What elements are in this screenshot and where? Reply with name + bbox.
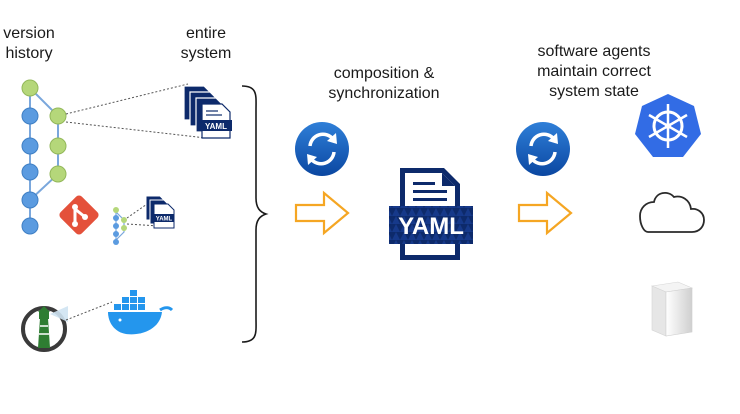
small-version-graph — [113, 201, 161, 245]
yaml-document-text: YAML — [398, 213, 464, 240]
agents-label: software agents maintain correct system … — [537, 43, 651, 100]
yaml-document-icon: YAML — [389, 168, 473, 260]
git-icon — [59, 195, 99, 235]
server-icon — [650, 281, 694, 337]
cloud-icon — [639, 191, 705, 233]
stack-yaml-text: YAML — [205, 122, 227, 131]
sync-icon — [295, 122, 349, 176]
composition-label: composition & synchronization — [328, 65, 440, 102]
grouping-brace — [241, 85, 269, 343]
lighthouse-icon — [21, 306, 68, 352]
flow-arrow-icon — [294, 190, 350, 236]
yaml-files-stack-icon: YAML — [183, 85, 232, 139]
version-history-label: version history — [3, 25, 55, 62]
docker-icon — [108, 290, 174, 335]
flow-arrow-icon-2 — [517, 190, 573, 236]
kubernetes-icon — [635, 94, 701, 157]
small-yaml-text: YAML — [156, 217, 173, 223]
entire-system-label: entire system — [180, 25, 232, 62]
sync-icon-2 — [516, 122, 570, 176]
version-history-graph — [21, 79, 67, 235]
small-yaml-files-icon: YAML — [145, 195, 175, 229]
